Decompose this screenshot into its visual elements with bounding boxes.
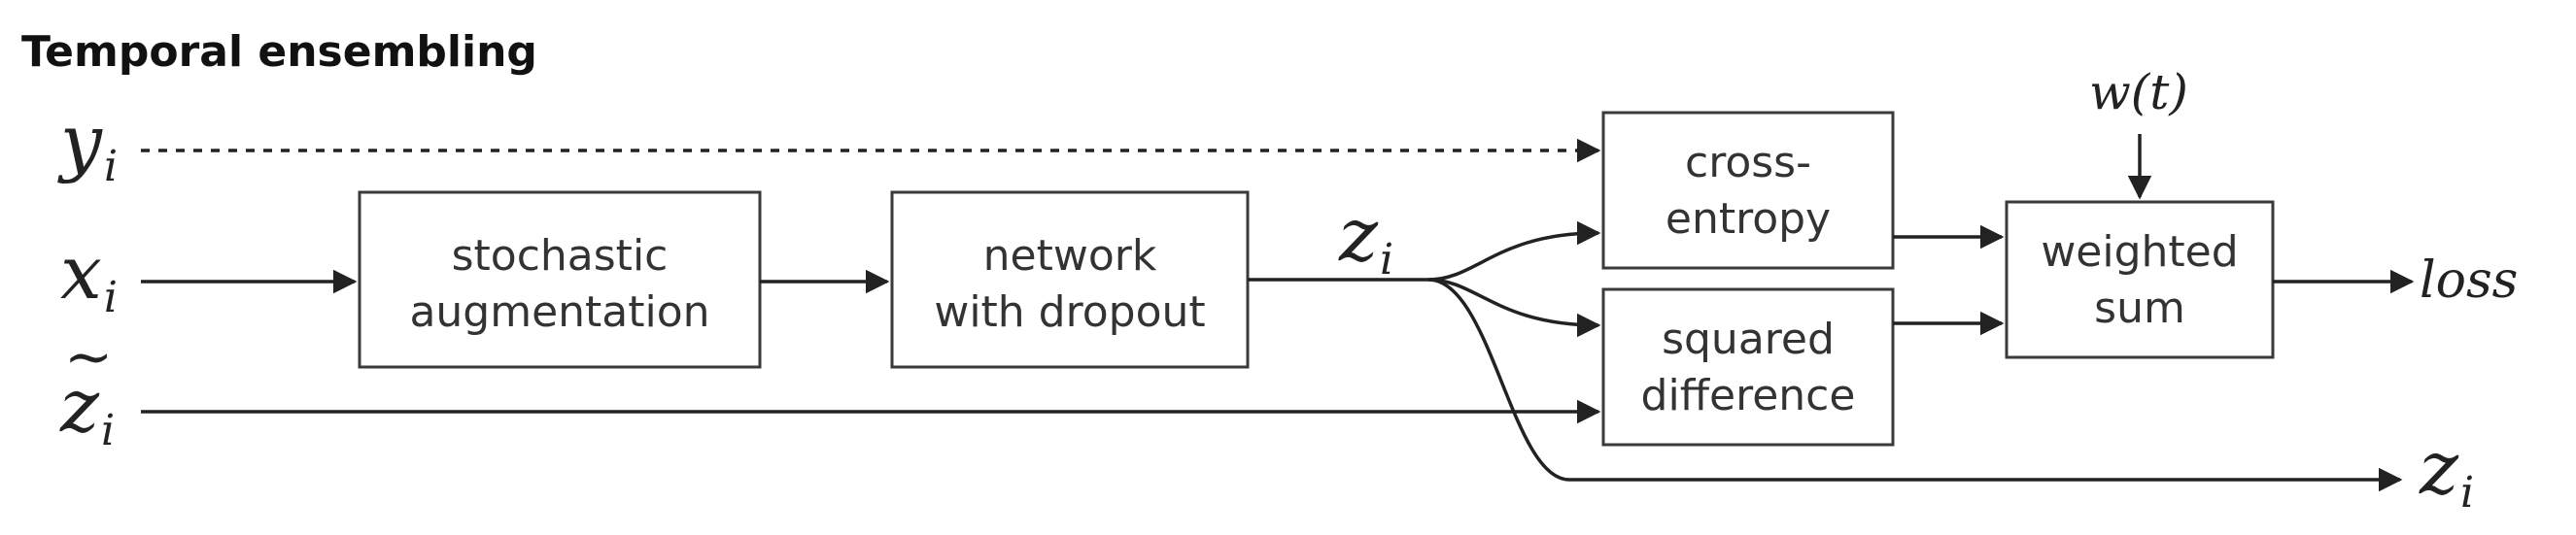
- loss-label: loss: [2420, 251, 2518, 310]
- stochastic-augmentation-box: stochastic augmentation: [358, 190, 762, 369]
- svg-text:difference: difference: [1641, 371, 1856, 420]
- z-to-cross-entropy-arrow: [1427, 220, 1601, 282]
- z-intermediate-label: zi: [1338, 191, 1393, 284]
- z-output-label: zi: [2419, 424, 2474, 518]
- svg-text:entropy: entropy: [1666, 194, 1831, 244]
- input-x-label: xi: [60, 229, 118, 322]
- diagram-title: Temporal ensembling: [21, 27, 537, 77]
- svg-text:sum: sum: [2094, 284, 2185, 333]
- svg-text:stochastic: stochastic: [452, 231, 669, 281]
- svg-text:with dropout: with dropout: [934, 287, 1205, 337]
- z-to-squared-difference-arrow: [1427, 278, 1601, 338]
- svg-text:weighted: weighted: [2041, 227, 2238, 277]
- svg-text:cross-: cross-: [1685, 138, 1811, 187]
- input-z-tilde-accent: ~: [64, 323, 113, 391]
- weighted-sum-box: weighted sum: [2005, 200, 2275, 359]
- input-y-label: yi: [57, 98, 118, 191]
- squared-difference-box: squared difference: [1601, 287, 1895, 447]
- cross-entropy-box: cross- entropy: [1601, 111, 1895, 270]
- svg-text:augmentation: augmentation: [409, 287, 709, 337]
- network-with-dropout-box: network with dropout: [890, 190, 1250, 369]
- input-z-tilde-label: zi: [59, 362, 115, 455]
- svg-text:network: network: [983, 231, 1157, 281]
- svg-text:squared: squared: [1662, 315, 1835, 364]
- weight-label: w(t): [2089, 64, 2188, 120]
- z-output-arrow: [1427, 278, 2403, 492]
